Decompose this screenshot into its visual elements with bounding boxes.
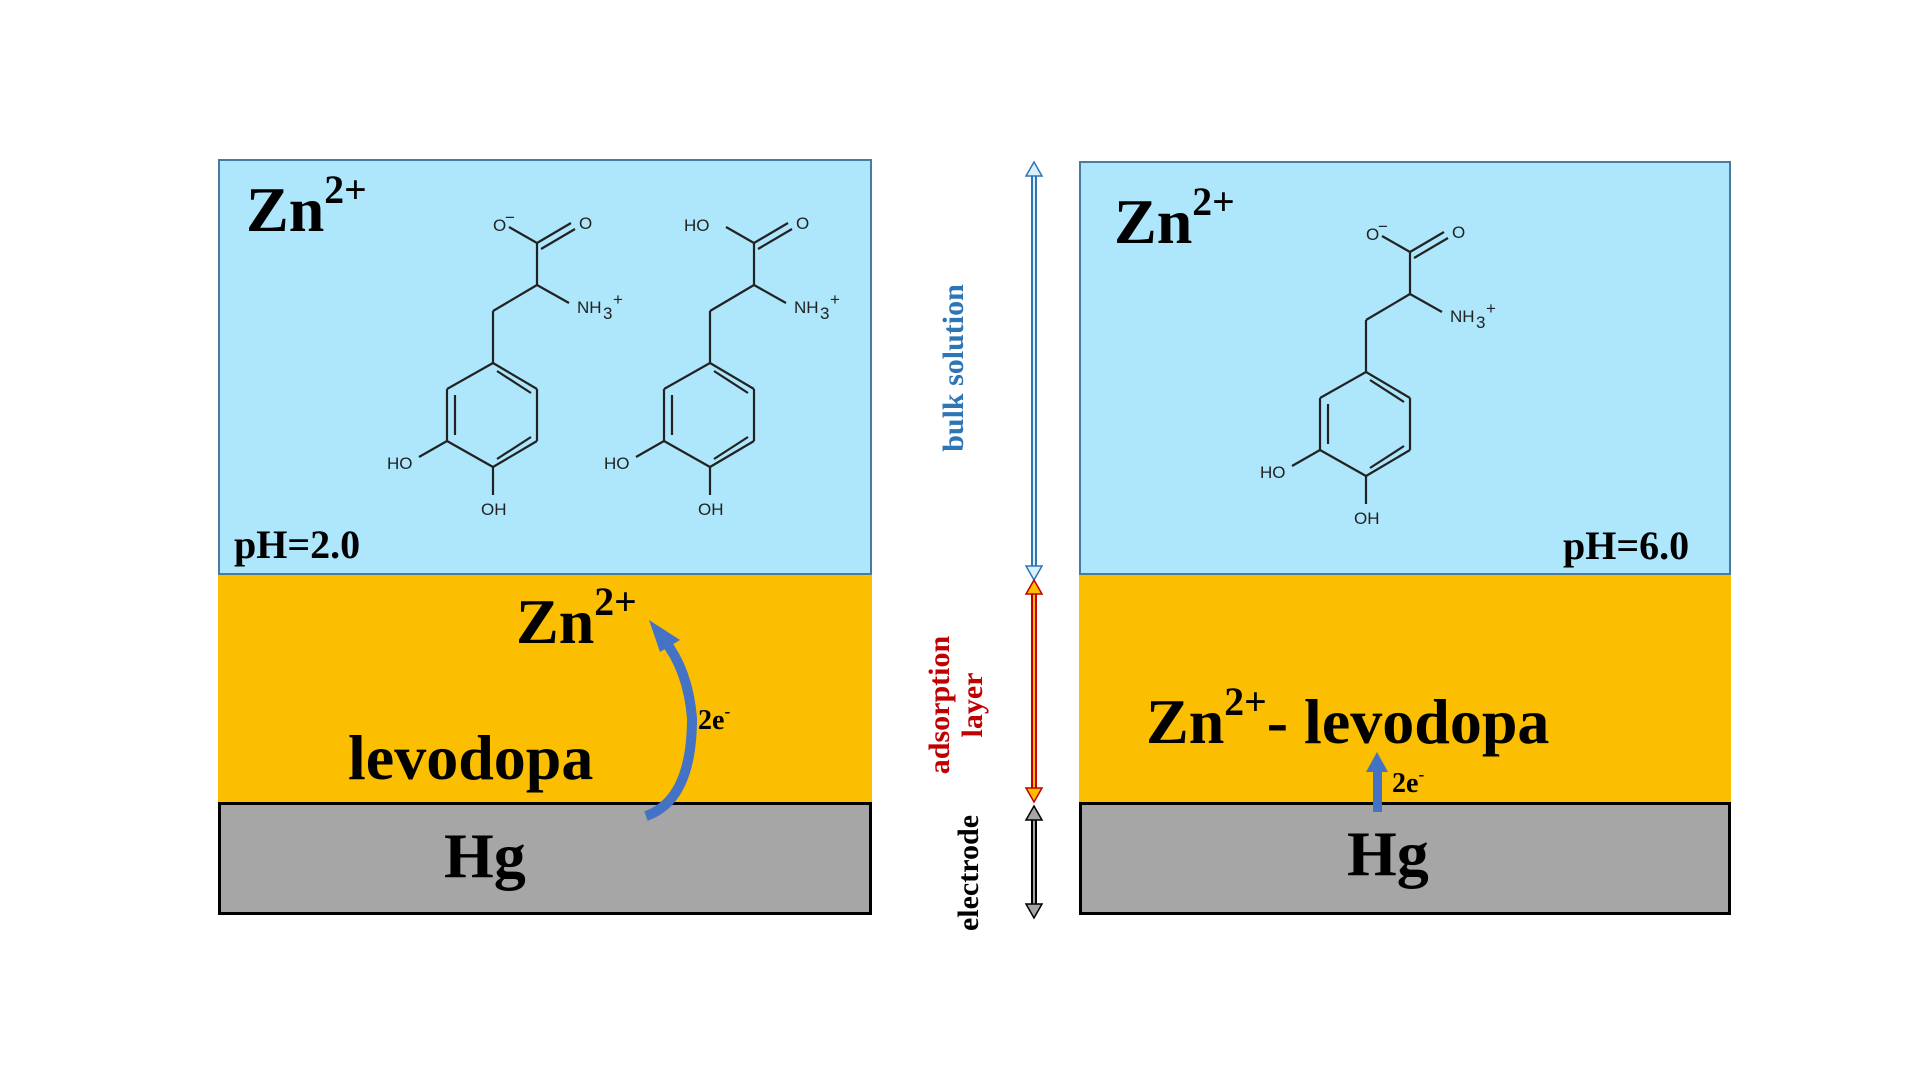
left-panel bbox=[218, 159, 872, 915]
left-electron-label: 2e- bbox=[698, 701, 731, 736]
amine-label: NH bbox=[1450, 307, 1475, 326]
right-electron-label: 2e- bbox=[1392, 764, 1425, 799]
carboxylate-charge-label: − bbox=[505, 208, 515, 227]
right-hg-label: Hg bbox=[1347, 818, 1429, 889]
carboxyl-hydroxyl-label: HO bbox=[684, 216, 710, 235]
phenol-oh-label: OH bbox=[481, 500, 507, 519]
carboxylate-o-label: O bbox=[1366, 225, 1379, 244]
electrode-arrow bbox=[1024, 804, 1044, 920]
right-bulk-layer bbox=[1079, 161, 1731, 575]
carbonyl-o-label: O bbox=[796, 214, 809, 233]
amine-subscript-label: 3 bbox=[820, 304, 829, 323]
amine-subscript-label: 3 bbox=[603, 304, 612, 323]
amine-charge-label: + bbox=[1486, 299, 1496, 318]
carboxylate-charge-label: − bbox=[1378, 217, 1388, 236]
phenol-oh-label: OH bbox=[698, 500, 724, 519]
left-hg-label: Hg bbox=[444, 820, 526, 891]
carbonyl-o-label: O bbox=[1452, 223, 1465, 242]
amine-label: NH bbox=[794, 298, 819, 317]
left-bulk-ion-label: Zn2+ bbox=[246, 168, 367, 245]
amine-subscript-label: 3 bbox=[1476, 313, 1485, 332]
phenol-oh-label: OH bbox=[1354, 509, 1380, 528]
right-electrode-layer bbox=[1079, 802, 1731, 915]
left-electrode-layer bbox=[218, 802, 872, 915]
adsorption-layer-arrow bbox=[1024, 578, 1044, 804]
phenol-ho-label: HO bbox=[1260, 463, 1286, 482]
carbonyl-o-label: O bbox=[579, 214, 592, 233]
left-bulk-layer bbox=[218, 159, 872, 575]
amine-charge-label: + bbox=[830, 290, 840, 309]
left-adsorbed-ion-label: Zn2+ bbox=[516, 580, 637, 657]
phenol-ho-label: HO bbox=[387, 454, 413, 473]
phenol-ho-label: HO bbox=[604, 454, 630, 473]
right-complex-label: Zn2+- levodopa bbox=[1146, 680, 1550, 757]
right-panel bbox=[1079, 161, 1731, 915]
amine-label: NH bbox=[577, 298, 602, 317]
bulk-solution-arrow bbox=[1024, 160, 1044, 582]
right-bulk-ion-label: Zn2+ bbox=[1114, 180, 1235, 257]
right-ph-label: pH=6.0 bbox=[1563, 523, 1690, 568]
left-adsorption-layer bbox=[218, 575, 872, 802]
left-levodopa-label: levodopa bbox=[348, 722, 594, 793]
amine-charge-label: + bbox=[613, 290, 623, 309]
carboxylate-o-label: O bbox=[493, 216, 506, 235]
right-adsorption-layer bbox=[1079, 575, 1731, 802]
left-ph-label: pH=2.0 bbox=[234, 522, 361, 567]
